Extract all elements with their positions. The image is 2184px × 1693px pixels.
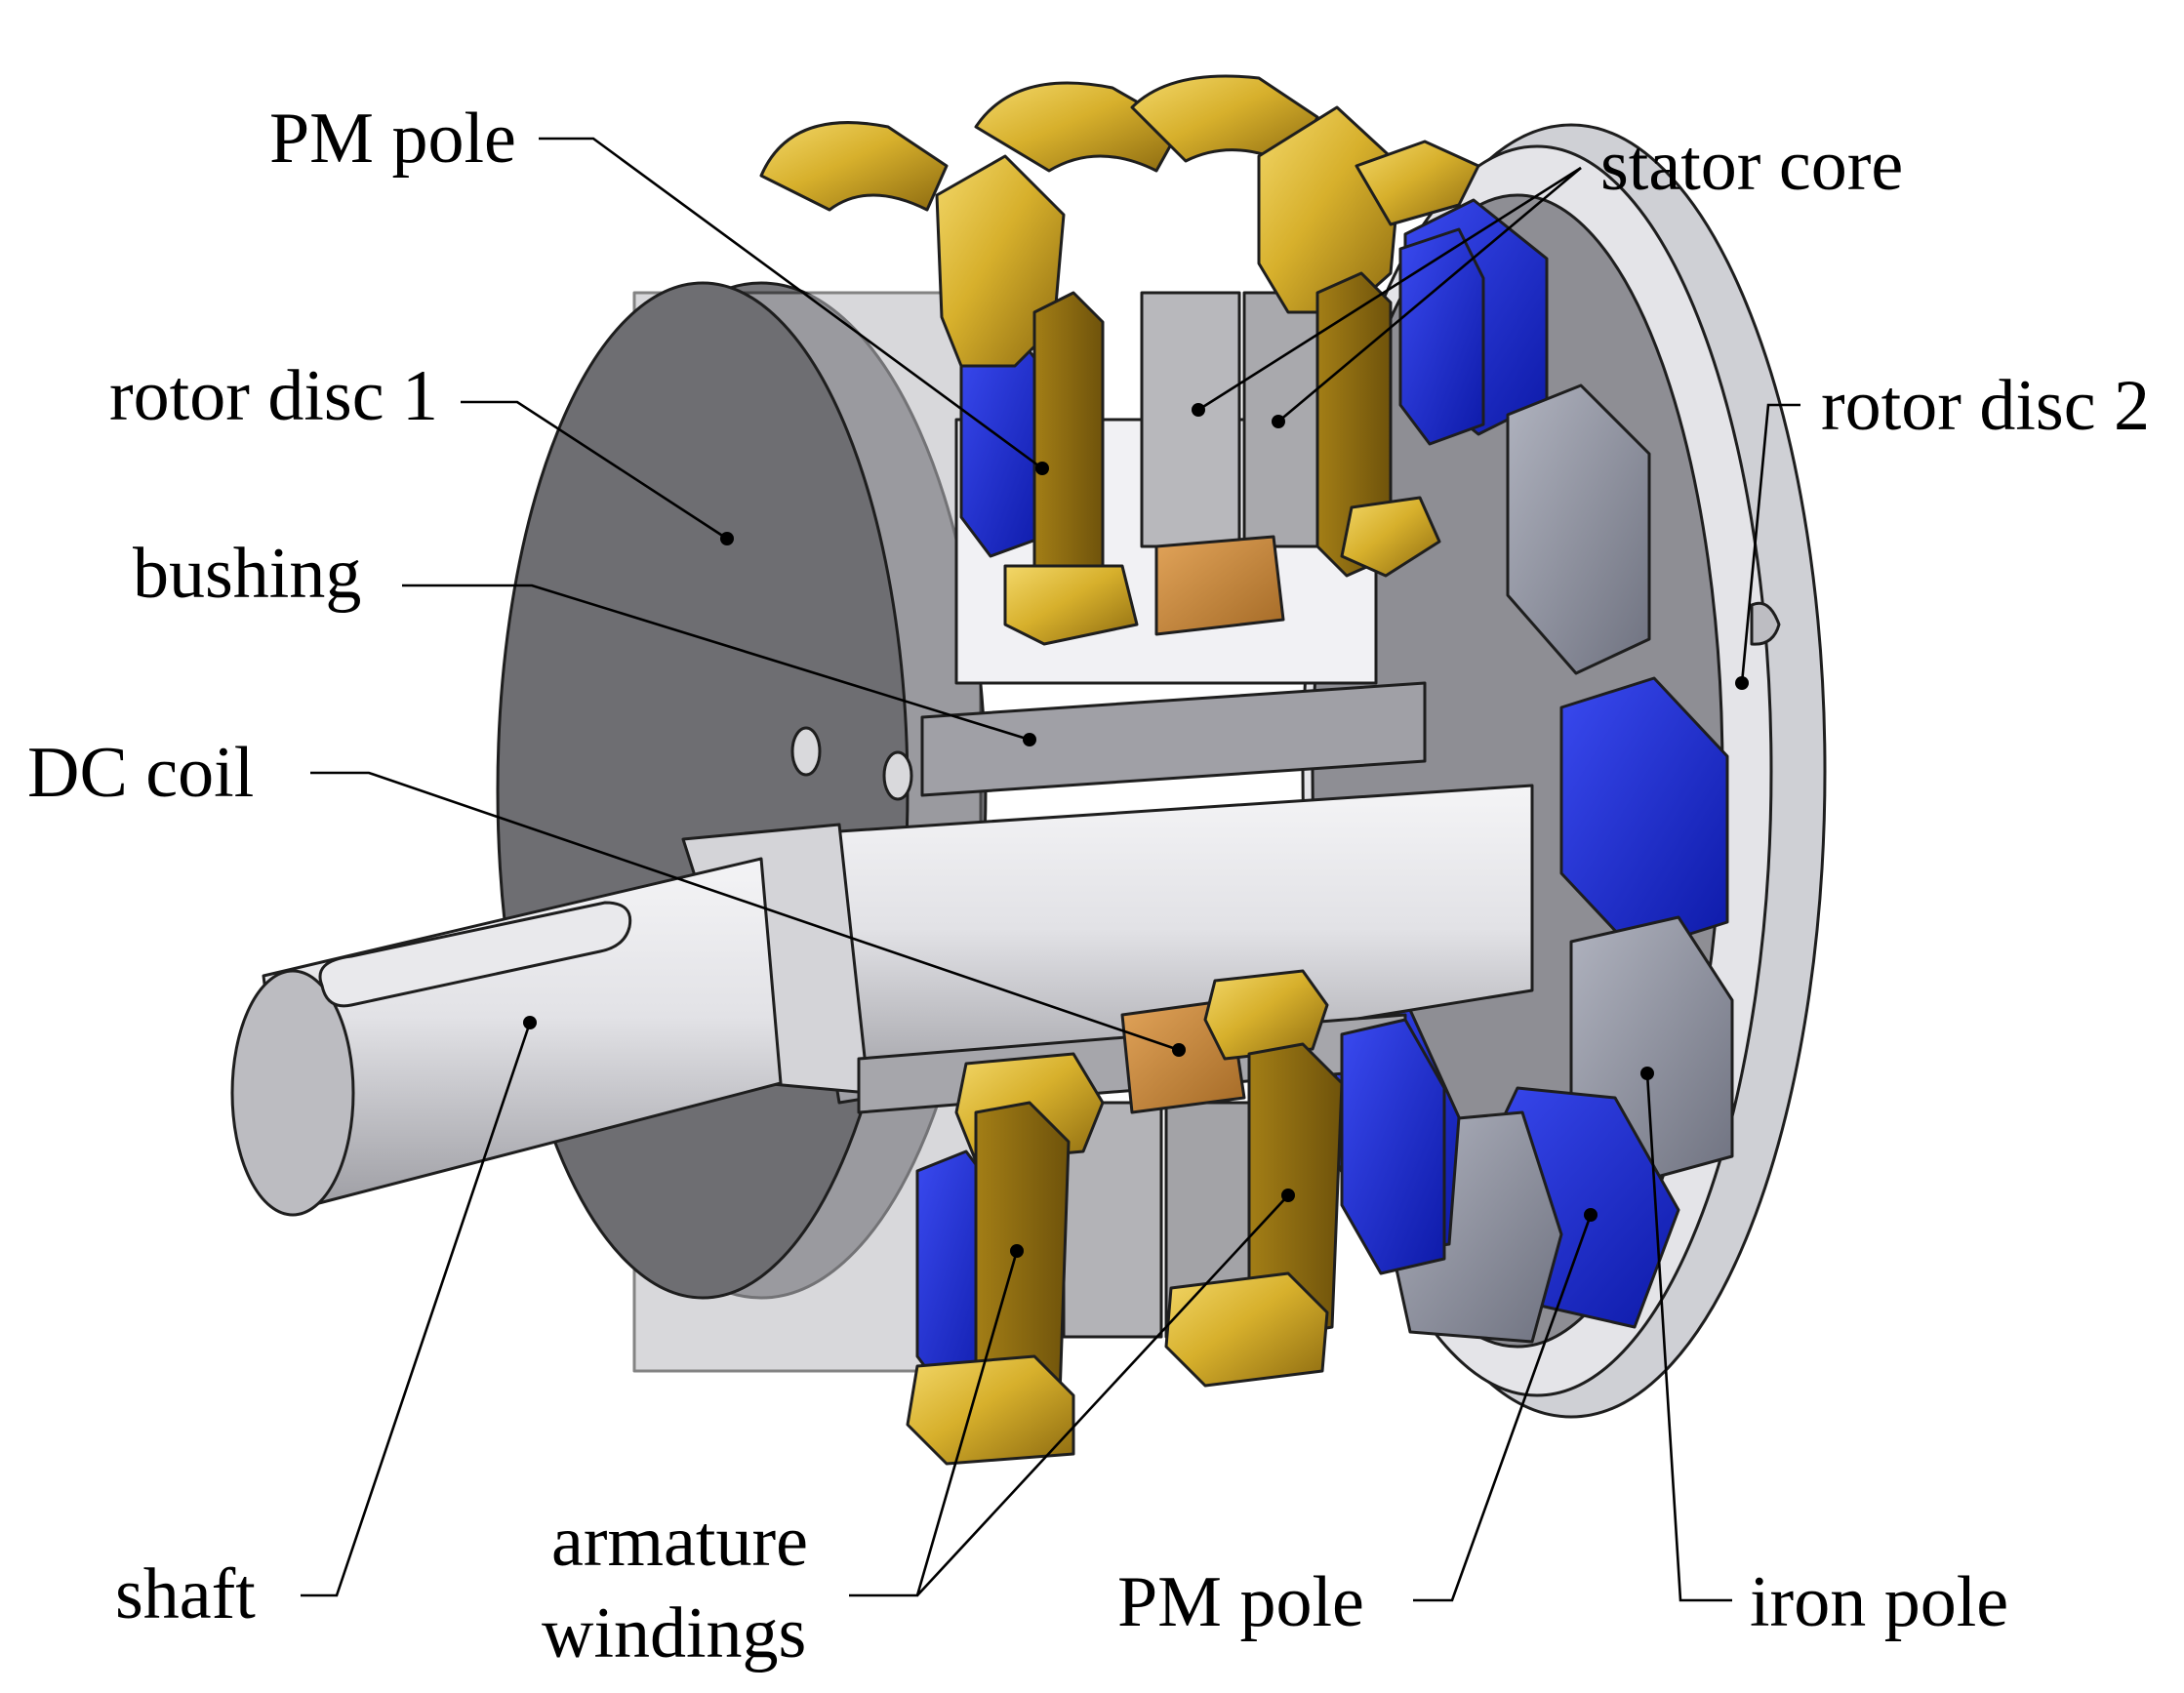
label-dc-coil: DC coil — [27, 733, 254, 813]
stator-core-block — [1140, 291, 1241, 548]
pm-pole-block — [1340, 1018, 1446, 1275]
label-armature-line1: armature — [551, 1502, 808, 1582]
labels: PM pole stator core rotor disc 1 rotor d… — [27, 99, 2150, 1673]
shaft — [230, 784, 1534, 1217]
bushing-leader — [402, 584, 1031, 742]
stator-core-leader-a — [1197, 166, 1582, 412]
shaft-leader — [301, 1022, 532, 1597]
label-armature-line2: windings — [542, 1593, 806, 1673]
stator-core-leader-b — [1277, 167, 1582, 423]
dc-coil-block — [1154, 535, 1285, 636]
pm-pole-bottom-leader — [1413, 1214, 1593, 1602]
label-stator-core: stator core — [1600, 126, 1903, 206]
label-rotor-disc-1: rotor disc 1 — [109, 356, 438, 436]
stator-lower — [857, 998, 1446, 1397]
dc-coil-leader — [310, 771, 1180, 1052]
label-shaft: shaft — [115, 1554, 256, 1634]
pm-pole-top-leader — [539, 137, 1043, 470]
armature-windings-upper — [759, 74, 1480, 646]
rotor-disc-1-leader — [461, 400, 728, 541]
label-bushing: bushing — [133, 534, 361, 614]
label-pm-pole-top: PM pole — [269, 99, 516, 179]
armature-windings-lower — [906, 969, 1344, 1466]
label-pm-pole-bottom: PM pole — [1117, 1562, 1364, 1642]
iron-pole-leader — [1645, 1072, 1732, 1602]
label-iron-pole: iron pole — [1750, 1562, 2008, 1642]
stator-upper — [920, 227, 1485, 797]
iron-pole-block — [1506, 383, 1651, 675]
pm-pole-block — [1559, 676, 1729, 953]
leader-lines — [301, 137, 1800, 1602]
label-rotor-disc-2: rotor disc 2 — [1821, 366, 2150, 446]
armature-leader-b — [916, 1194, 1289, 1596]
rotor-disc-2-leader — [1740, 403, 1800, 684]
pm-pole-block — [1398, 227, 1485, 446]
